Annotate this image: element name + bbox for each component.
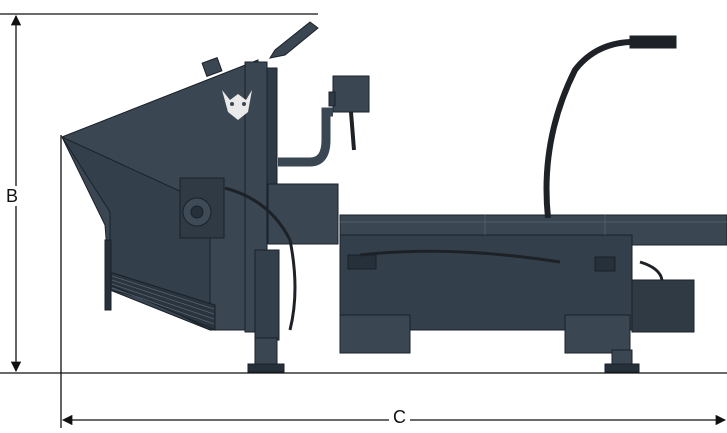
rear-jack xyxy=(611,349,633,365)
support-arm xyxy=(278,107,333,167)
conveyor-slats xyxy=(340,215,727,235)
pump-hub xyxy=(190,205,204,219)
hose-coupler xyxy=(629,35,677,49)
front-jack-foot xyxy=(247,363,285,373)
hydraulic-hose xyxy=(543,38,641,219)
frame-column-side xyxy=(266,67,278,189)
right-foot-plate xyxy=(564,314,631,354)
hopper-rib-lines xyxy=(111,275,215,325)
hose-rear xyxy=(639,260,664,281)
hopper-side-latch xyxy=(104,239,112,311)
dimension-b-label: B xyxy=(2,186,23,206)
machine xyxy=(60,21,727,373)
bobcat-head-icon xyxy=(222,90,252,120)
rear-box xyxy=(631,279,695,333)
drive-block xyxy=(267,183,339,245)
control-box xyxy=(332,75,370,113)
control-box-bracket xyxy=(328,91,336,107)
control-box-cable xyxy=(349,111,356,151)
dimension-c-label: C xyxy=(389,407,410,427)
rear-jack-foot xyxy=(604,363,640,373)
front-jack xyxy=(254,337,278,365)
chassis-handle-right xyxy=(594,256,616,272)
hose-chassis xyxy=(359,249,561,264)
hose-left xyxy=(224,186,297,331)
hopper-vent xyxy=(201,57,223,77)
left-foot-plate xyxy=(339,314,411,354)
lid-handle xyxy=(268,21,319,59)
chassis-handle-left xyxy=(347,254,377,270)
leg-housing xyxy=(254,249,280,341)
